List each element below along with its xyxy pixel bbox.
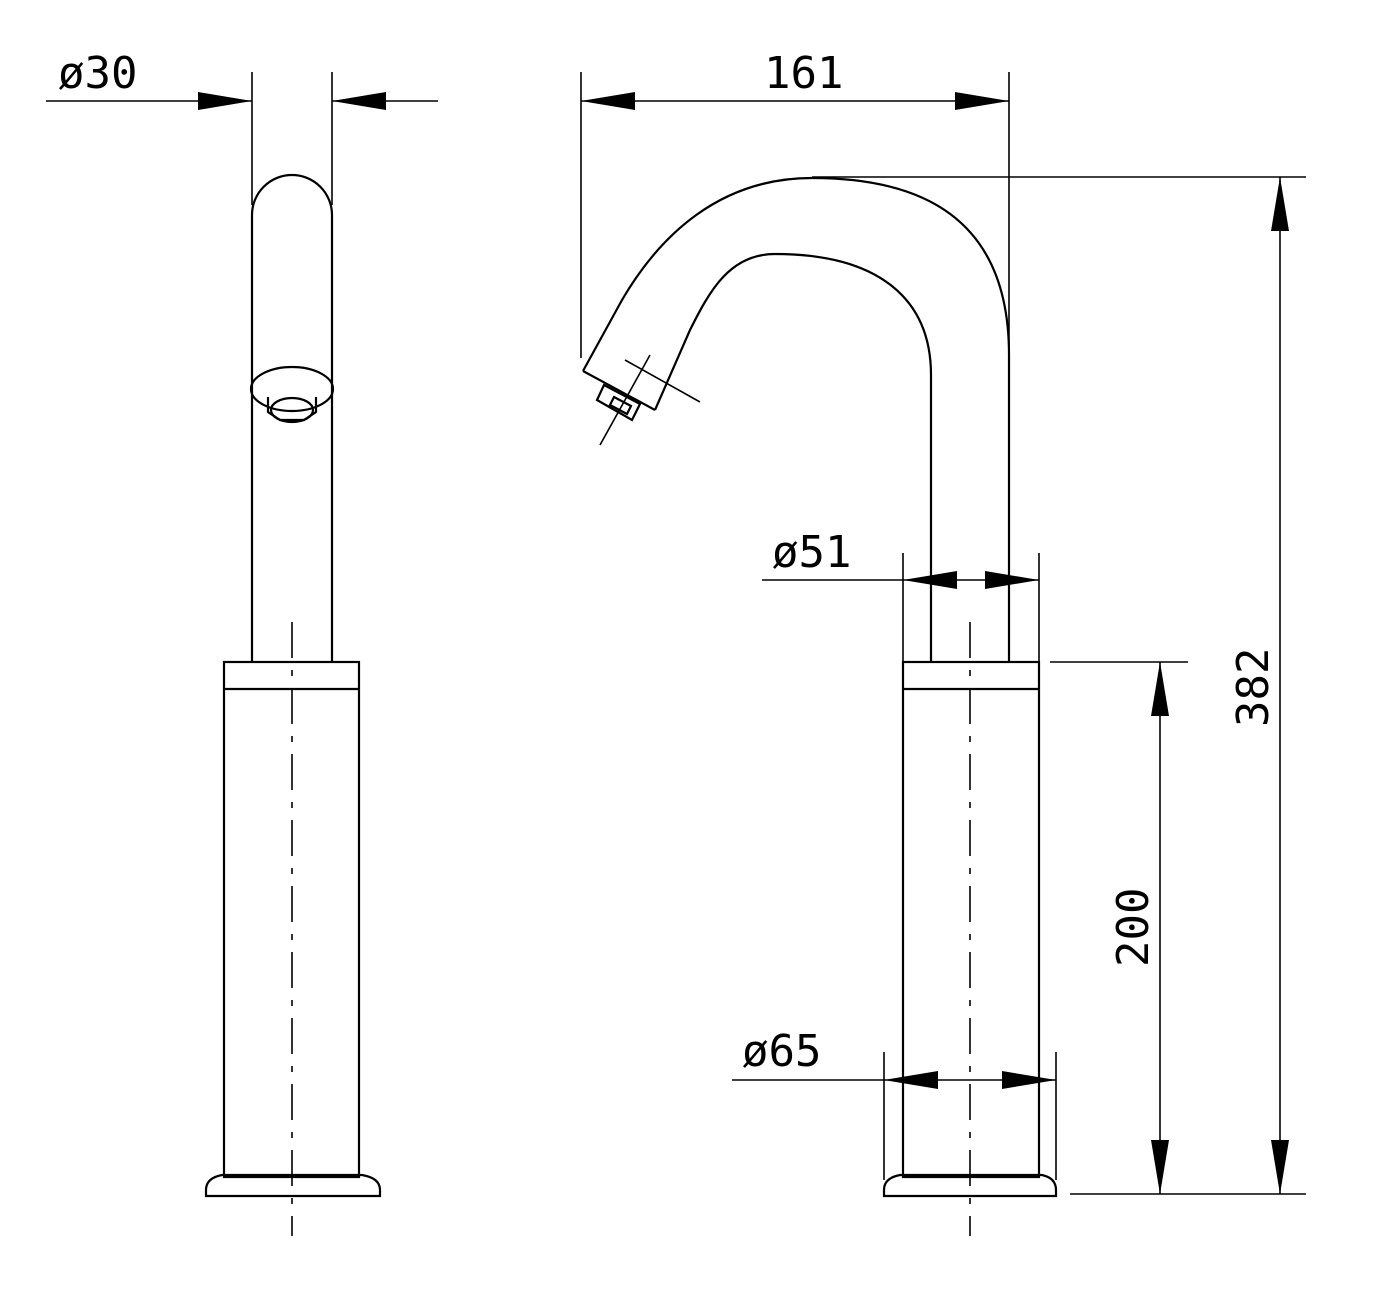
total-height-label: 382 <box>1228 648 1279 727</box>
side-sensor-axis <box>624 359 701 403</box>
base-height-label: 200 <box>1108 888 1159 967</box>
front-base-flange <box>204 1173 382 1198</box>
reach-label: 161 <box>764 48 843 99</box>
base-diameter-label: ø65 <box>742 1026 821 1077</box>
base-height-dimension: 200 <box>1050 661 1306 1195</box>
front-aerator <box>249 365 335 424</box>
side-body <box>901 660 1041 1179</box>
side-aerator <box>595 383 642 422</box>
front-diameter-label: ø30 <box>58 48 137 99</box>
side-base-flange <box>882 1173 1058 1198</box>
front-spout-tube <box>250 173 334 662</box>
base-diameter-dimension: ø65 <box>732 1026 1057 1180</box>
reach-dimension: 161 <box>580 48 1010 358</box>
total-height-dimension: 382 <box>812 176 1306 1194</box>
side-spout-inner <box>653 252 933 662</box>
spout-diameter-dimension: ø51 <box>762 527 1040 662</box>
side-view: 161 ø51 ø65 200 <box>580 48 1306 1236</box>
front-diameter-dimension: ø30 <box>46 48 438 205</box>
spout-diameter-label: ø51 <box>772 527 851 578</box>
side-spout-outer <box>582 176 1011 662</box>
side-sensor-axis-cross <box>599 354 651 446</box>
side-spout-tip <box>582 370 656 411</box>
front-view: ø30 <box>46 48 438 1236</box>
